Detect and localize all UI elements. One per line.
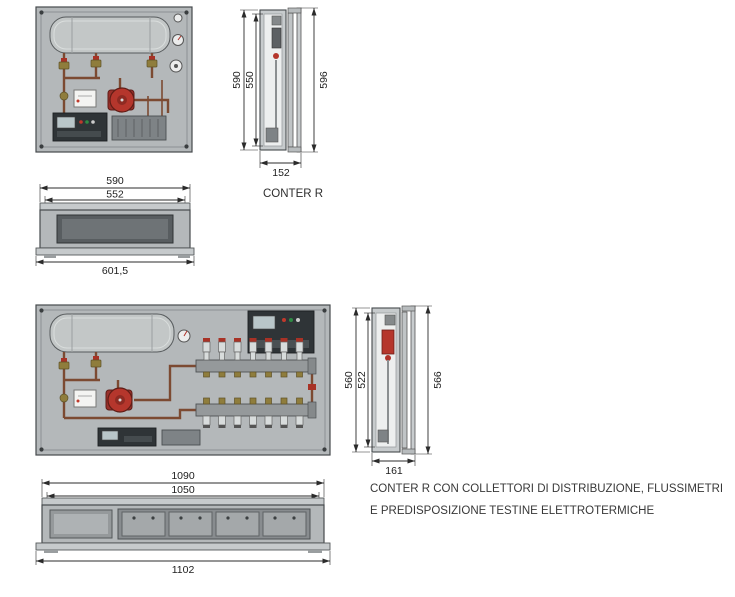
side-component [377, 429, 389, 443]
dim-label-590-plan: 590 [106, 175, 124, 187]
dim-label-522: 522 [356, 371, 368, 389]
dim-152-depth: 152 [259, 151, 302, 179]
dim-596-height: 596 [301, 7, 330, 153]
plan-base [35, 247, 195, 256]
valve-caps [202, 397, 304, 428]
thermometer-center [174, 64, 178, 68]
corner-screw [322, 308, 327, 313]
caption-line-1: CONTER R CON COLLETTORI DI DISTRIBUZIONE… [370, 483, 723, 495]
manifold-nuts [203, 371, 303, 378]
dim-552-width: 552 [44, 189, 186, 203]
dim-label-552: 552 [106, 189, 124, 201]
dim-1090-width: 1090 [41, 470, 325, 497]
caption-line-2: E PREDISPOSIZIONE TESTINE ELETTROTERMICH… [370, 505, 654, 517]
electrical-box [97, 427, 157, 447]
dim-590-width: 590 [39, 175, 191, 202]
expansion-tank [49, 313, 175, 353]
conter-r-front-view [35, 6, 193, 153]
corner-screw [322, 447, 327, 452]
foot [44, 550, 58, 553]
side-valve [385, 355, 391, 361]
corner-screw [184, 10, 189, 15]
dim-590-height: 590 [231, 9, 258, 151]
plan-recess-inner [62, 219, 168, 239]
expansion-tank [49, 16, 171, 54]
conter-r-coll-plan-view: 1090 1050 1102 [35, 470, 331, 576]
dim-601-width: 601,5 [35, 256, 195, 277]
pressure-gauge [172, 34, 184, 46]
corner-screw [184, 144, 189, 149]
dim-1050-width: 1050 [46, 484, 320, 499]
electrical-box [52, 112, 108, 142]
unit1-label: CONTER R [263, 188, 323, 200]
dim-label-152: 152 [272, 167, 290, 179]
side-component [271, 15, 282, 26]
dim-label-590: 590 [231, 71, 243, 89]
dim-label-1050: 1050 [171, 484, 195, 496]
corner-screw [39, 447, 44, 452]
foot [308, 550, 322, 553]
terminal-block [161, 429, 201, 446]
dim-522-height: 522 [356, 312, 375, 448]
dim-label-550: 550 [244, 71, 256, 89]
circulation-pump [107, 87, 135, 113]
foot [178, 255, 190, 258]
dim-161-depth: 161 [371, 453, 416, 477]
side-pump [381, 329, 395, 355]
wall-bracket [401, 305, 416, 455]
dim-label-601: 601,5 [102, 265, 128, 277]
side-component [265, 127, 279, 143]
return-manifold [195, 397, 317, 428]
manifold-plates [121, 511, 307, 537]
corner-screw [39, 10, 44, 15]
plan-top-strip [41, 497, 325, 506]
plan-base [35, 542, 331, 551]
dim-label-161: 161 [385, 465, 403, 477]
foot [44, 255, 56, 258]
shutoff-valves [58, 356, 316, 403]
corner-screw [39, 308, 44, 313]
side-pump [273, 53, 279, 59]
conter-r-coll-side-view: 560 522 566 161 [343, 305, 444, 477]
plan-top-strip [39, 202, 191, 211]
dim-label-1102: 1102 [172, 564, 195, 576]
dim-550-height: 550 [244, 13, 263, 147]
dim-label-1090: 1090 [171, 470, 195, 482]
corner-screw [39, 144, 44, 149]
dim-label-560: 560 [343, 371, 355, 389]
side-component [271, 27, 282, 49]
dim-560-height: 560 [343, 307, 370, 453]
wall-bracket [287, 7, 302, 153]
side-component [384, 314, 396, 326]
dim-1102-width: 1102 [35, 551, 331, 576]
plan-left-recess-inner [54, 514, 108, 534]
supply-manifold [195, 338, 317, 378]
cabinet-inner-frame [40, 11, 188, 148]
controller-box [73, 89, 97, 108]
circulation-pump [105, 387, 133, 413]
conter-r-plan-view: 590 552 601,5 [35, 175, 195, 277]
heat-exchanger [111, 115, 167, 141]
cabinet-inner-frame [40, 309, 326, 451]
dim-label-566: 566 [432, 371, 444, 389]
controller-box [73, 389, 97, 408]
conter-r-side-view: 590 550 596 152 CONTER R [231, 7, 330, 200]
shutoff-valves [58, 56, 158, 101]
conter-r-coll-front-view [35, 304, 331, 456]
dim-566-height: 566 [415, 305, 444, 455]
flowmeters [202, 338, 304, 361]
safety-valve [173, 13, 183, 23]
unit2-caption: CONTER R CON COLLETTORI DI DISTRIBUZIONE… [370, 483, 723, 517]
dim-label-596: 596 [318, 71, 330, 89]
pressure-gauge [177, 329, 191, 343]
